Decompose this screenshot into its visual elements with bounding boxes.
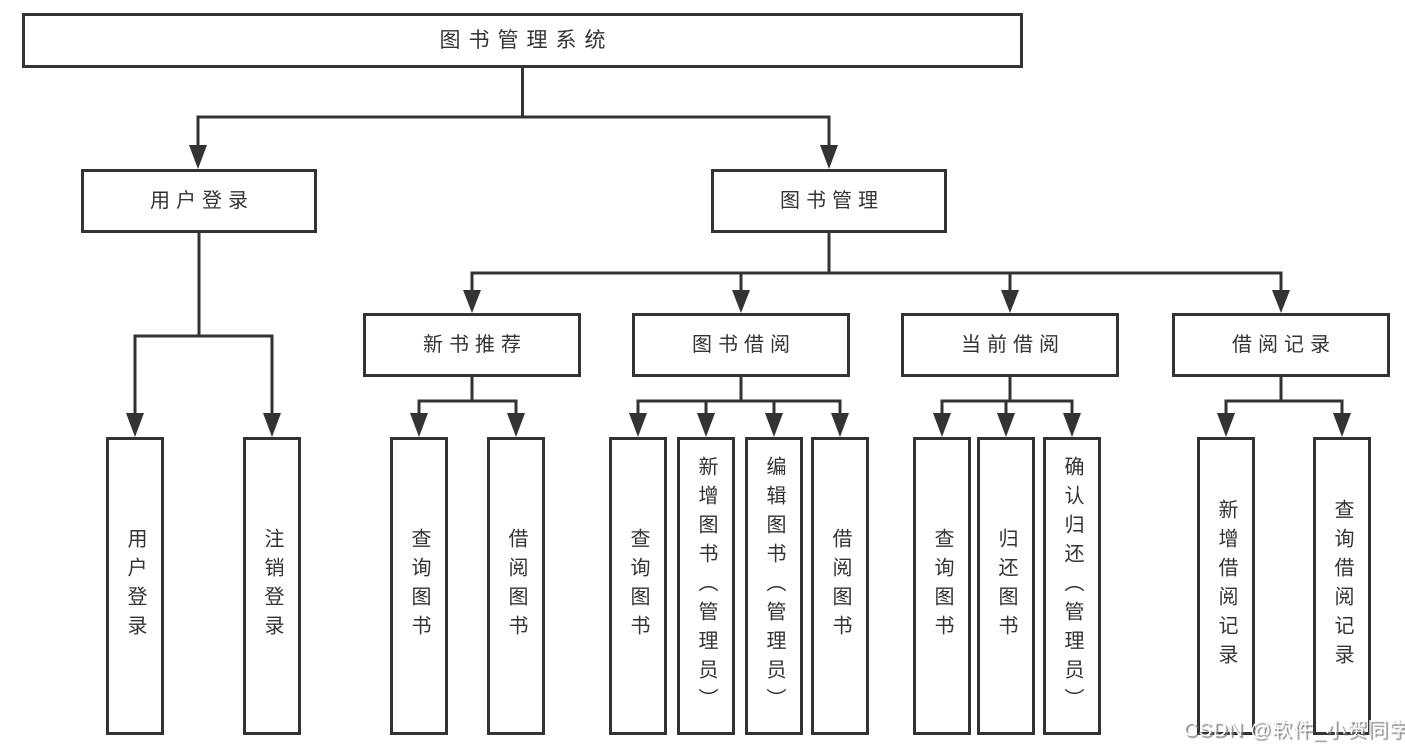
node-borrow-records-label: 借阅记录 <box>1232 334 1336 356</box>
csdn-watermark: CSDN @软件_小贺同学 <box>1183 719 1405 741</box>
node-book-borrow: 图书借阅 <box>632 313 850 377</box>
leaf-add-borrow-record-label: 新增借阅记录 <box>1215 499 1237 673</box>
leaf-confirm-return-admin-label: 确认归还（管理员） <box>1061 455 1083 717</box>
node-new-book-recommend-label: 新书推荐 <box>423 334 527 356</box>
node-root-label: 图书管理系统 <box>439 29 614 52</box>
node-user-login: 用户登录 <box>81 169 317 233</box>
node-book-management-label: 图书管理 <box>780 190 884 212</box>
node-borrow-records: 借阅记录 <box>1172 313 1390 377</box>
leaf-logout: 注销登录 <box>243 437 301 735</box>
leaf-add-borrow-record: 新增借阅记录 <box>1197 437 1255 735</box>
leaf-query-books-1-label: 查询图书 <box>408 528 430 644</box>
leaf-query-books-3-label: 查询图书 <box>931 528 953 644</box>
leaf-add-books-admin-label: 新增图书（管理员） <box>695 455 717 717</box>
leaf-query-books-2-label: 查询图书 <box>627 528 649 644</box>
leaf-query-books-2: 查询图书 <box>609 437 667 735</box>
leaf-query-borrow-record: 查询借阅记录 <box>1313 437 1371 735</box>
leaf-logout-label: 注销登录 <box>261 528 283 644</box>
leaf-user-login-label: 用户登录 <box>124 528 146 644</box>
leaf-borrow-books-1-label: 借阅图书 <box>505 528 527 644</box>
node-user-login-label: 用户登录 <box>150 190 254 212</box>
leaf-return-books-label: 归还图书 <box>995 528 1017 644</box>
node-book-management: 图书管理 <box>711 169 947 233</box>
leaf-edit-books-admin-label: 编辑图书（管理员） <box>763 455 785 717</box>
leaf-query-books-3: 查询图书 <box>913 437 971 735</box>
leaf-query-books-1: 查询图书 <box>390 437 448 735</box>
node-new-book-recommend: 新书推荐 <box>363 313 581 377</box>
node-current-borrow: 当前借阅 <box>901 313 1119 377</box>
leaf-borrow-books-1: 借阅图书 <box>487 437 545 735</box>
leaf-borrow-books-2-label: 借阅图书 <box>829 528 851 644</box>
leaf-add-books-admin: 新增图书（管理员） <box>677 437 735 735</box>
node-current-borrow-label: 当前借阅 <box>961 334 1065 356</box>
leaf-return-books: 归还图书 <box>977 437 1035 735</box>
leaf-query-borrow-record-label: 查询借阅记录 <box>1331 499 1353 673</box>
leaf-borrow-books-2: 借阅图书 <box>811 437 869 735</box>
node-book-borrow-label: 图书借阅 <box>692 334 796 356</box>
leaf-confirm-return-admin: 确认归还（管理员） <box>1043 437 1101 735</box>
leaf-user-login: 用户登录 <box>106 437 164 735</box>
leaf-edit-books-admin: 编辑图书（管理员） <box>745 437 803 735</box>
node-root: 图书管理系统 <box>22 13 1023 68</box>
